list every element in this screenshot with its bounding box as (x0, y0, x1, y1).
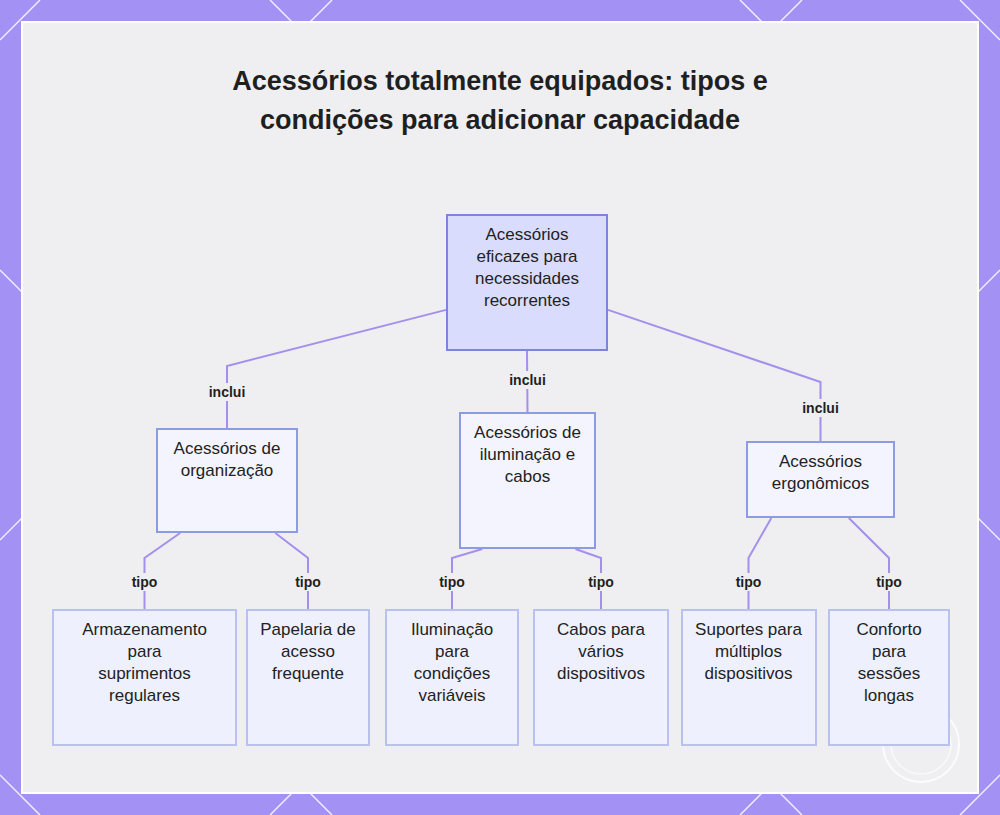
node-text: Acessórios de iluminação e cabos (473, 422, 583, 488)
category-box: Acessórios ergonômicos (746, 441, 895, 518)
type-box: Iluminação para condições variáveis (385, 609, 519, 746)
root-box: Acessórios eficazes para necessidades re… (446, 214, 608, 351)
node-text: Cabos para vários dispositivos (545, 619, 657, 685)
edge-label: tipo (436, 573, 468, 591)
type-box: Papelaria de acesso frequente (246, 609, 370, 746)
connector (275, 533, 308, 609)
edge-label: tipo (585, 573, 617, 591)
type-box: Suportes para múltiplos dispositivos (681, 609, 817, 746)
category-box: Acessórios de organização (156, 428, 298, 533)
connector (145, 533, 181, 609)
node-text: Iluminação para condições variáveis (397, 619, 507, 707)
node-text: Conforto para sessões longas (840, 619, 938, 707)
edge-label: inclui (206, 383, 249, 401)
edge-label: inclui (506, 371, 549, 389)
edge-label: tipo (733, 573, 765, 591)
node-text: Acessórios de organização (171, 438, 283, 482)
panel (22, 22, 978, 793)
edge-label: inclui (799, 399, 842, 417)
diagram-title: Acessórios totalmente equipados: tipos e… (230, 62, 770, 140)
connector (849, 518, 889, 609)
node-text: Papelaria de acesso frequente (258, 619, 358, 685)
connector (749, 518, 772, 609)
edge-label: tipo (873, 573, 905, 591)
node-text: Acessórios eficazes para necessidades re… (467, 224, 587, 312)
connector (608, 310, 821, 441)
type-box: Conforto para sessões longas (828, 609, 950, 746)
category-box: Acessórios de iluminação e cabos (459, 412, 596, 549)
type-box: Armazenamento para suprimentos regulares (52, 609, 237, 746)
node-text: Suportes para múltiplos dispositivos (693, 619, 805, 685)
edge-label: tipo (292, 573, 324, 591)
node-text: Acessórios ergonômicos (758, 451, 883, 495)
type-box: Cabos para vários dispositivos (533, 609, 669, 746)
node-text: Armazenamento para suprimentos regulares (80, 619, 210, 707)
connector (227, 310, 446, 428)
edge-label: tipo (129, 573, 161, 591)
